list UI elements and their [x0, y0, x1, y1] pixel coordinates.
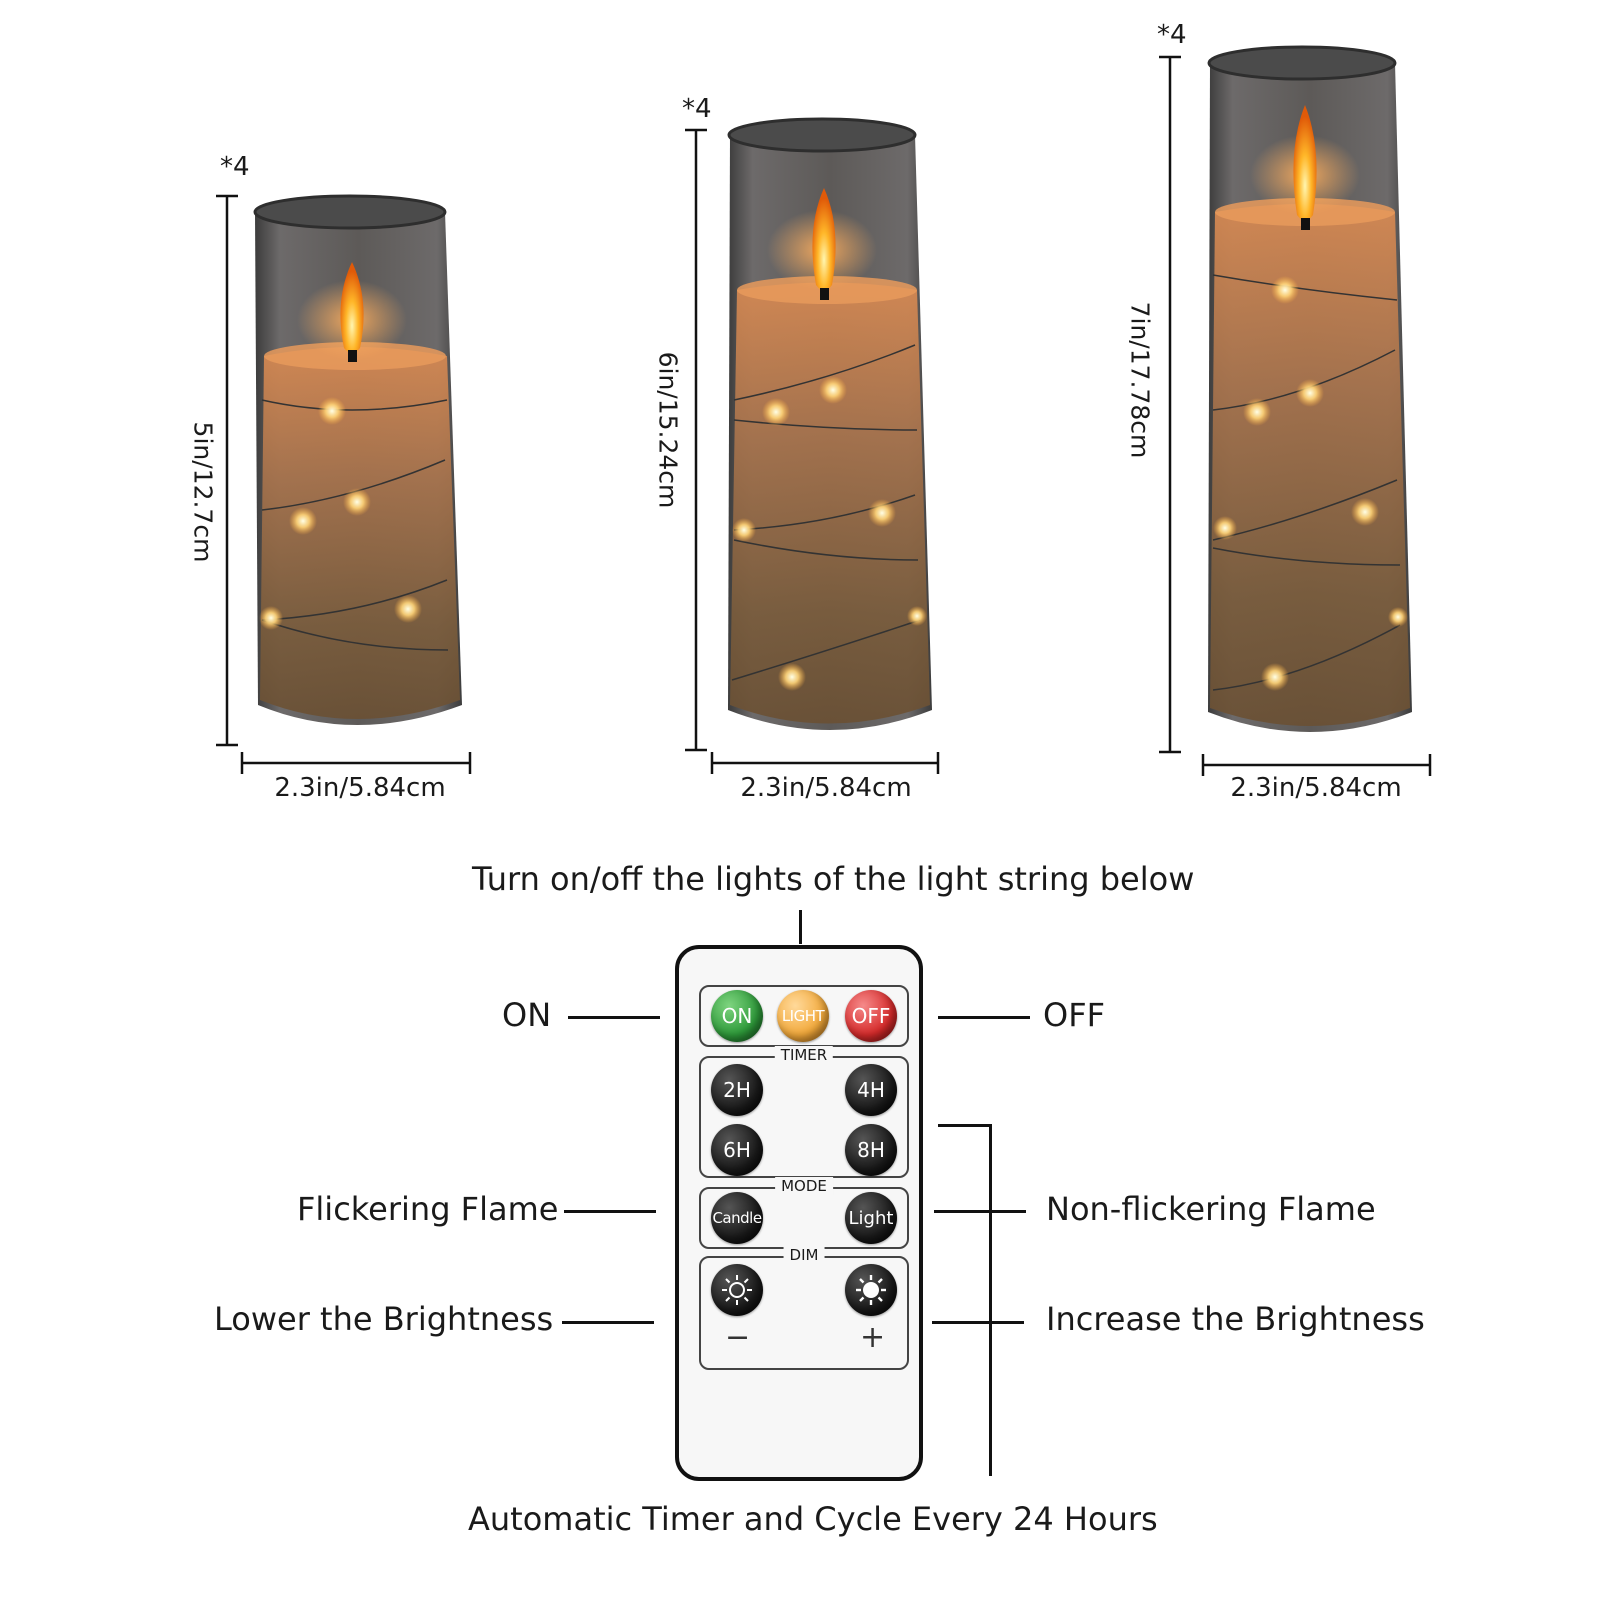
dim-lower-button[interactable] [711, 1264, 763, 1316]
on-button[interactable]: ON [711, 990, 763, 1042]
candle-2-width-label: 2.3in/5.84cm [740, 773, 912, 803]
candle-1-height-label: 5in/12.7cm [188, 421, 218, 563]
sun-filled-icon [856, 1275, 886, 1305]
dim-plus-sign: + [860, 1320, 886, 1355]
callout-flickering-line [564, 1210, 656, 1213]
candle-3-quantity: *4 [1157, 20, 1187, 50]
timer-bracket-vertical [989, 1124, 992, 1476]
top-callout-line [799, 910, 802, 944]
sun-outline-icon [722, 1275, 752, 1305]
candle-1-width-label: 2.3in/5.84cm [274, 773, 446, 803]
mode-group: MODE Candle Light [699, 1177, 909, 1249]
callout-lower-line [562, 1321, 654, 1324]
remote-control: ON LIGHT OFF TIMER 2H 4H 6H 8H MODE Cand… [675, 945, 923, 1481]
power-group: ON LIGHT OFF [699, 985, 909, 1047]
dim-group-title: DIM [783, 1246, 825, 1264]
timer-group: TIMER 2H 4H 6H 8H [699, 1046, 909, 1178]
candle-2-height-label: 6in/15.24cm [653, 351, 683, 509]
callout-increase-line [932, 1321, 1024, 1324]
candle-2-quantity: *4 [682, 94, 712, 124]
timer-4h-button[interactable]: 4H [845, 1064, 897, 1116]
callout-non-flickering-line [934, 1210, 1026, 1213]
mode-light-button[interactable]: Light [845, 1192, 897, 1244]
timer-2h-button[interactable]: 2H [711, 1064, 763, 1116]
dim-group: DIM − [699, 1246, 909, 1370]
candle-small [253, 194, 462, 725]
callout-lower: Lower the Brightness [214, 1300, 554, 1338]
candle-large [1207, 45, 1412, 732]
callout-flickering: Flickering Flame [297, 1190, 559, 1228]
dimension-lines [216, 55, 1432, 776]
dim-minus-sign: − [725, 1320, 751, 1355]
candle-medium [727, 117, 932, 730]
timer-bracket-top [938, 1124, 990, 1127]
dim-increase-button[interactable] [845, 1264, 897, 1316]
callout-off-line [938, 1016, 1030, 1019]
callout-on-line [568, 1016, 660, 1019]
callout-increase: Increase the Brightness [1046, 1300, 1425, 1338]
mode-candle-button[interactable]: Candle [711, 1192, 763, 1244]
light-button[interactable]: LIGHT [777, 990, 829, 1042]
timer-group-title: TIMER [774, 1046, 834, 1064]
callout-on: ON [502, 996, 552, 1034]
bottom-callout: Automatic Timer and Cycle Every 24 Hours [468, 1500, 1158, 1538]
candle-1-quantity: *4 [220, 152, 250, 182]
mode-group-title: MODE [775, 1177, 833, 1195]
candles-illustration [216, 45, 1432, 776]
callout-non-flickering: Non-flickering Flame [1046, 1190, 1376, 1228]
timer-8h-button[interactable]: 8H [845, 1124, 897, 1176]
candle-3-height-label: 7in/17.78cm [1125, 301, 1155, 459]
callout-off: OFF [1043, 996, 1105, 1034]
off-button[interactable]: OFF [845, 990, 897, 1042]
timer-6h-button[interactable]: 6H [711, 1124, 763, 1176]
candle-3-width-label: 2.3in/5.84cm [1230, 773, 1402, 803]
top-callout: Turn on/off the lights of the light stri… [472, 860, 1195, 898]
